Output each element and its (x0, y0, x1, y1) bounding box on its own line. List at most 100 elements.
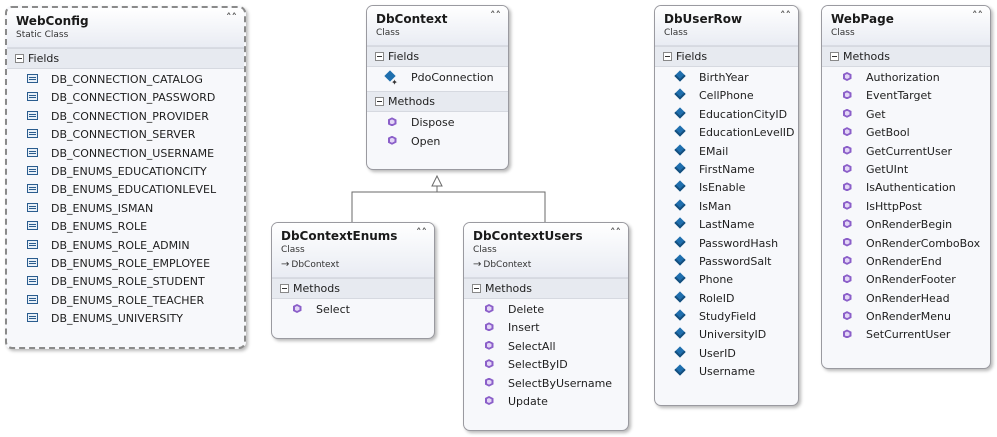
property-item[interactable]: EducationLevelID (655, 124, 798, 142)
property-item[interactable]: LastName (655, 216, 798, 234)
collapse-toggle-icon[interactable] (15, 54, 24, 63)
method-item[interactable]: SelectByID (464, 356, 628, 374)
property-item[interactable]: Phone (655, 271, 798, 289)
field-icon (26, 74, 38, 83)
field-icon (26, 202, 38, 212)
class-dbcontextenums[interactable]: DbContextEnums Class →DbContext ˄˄ Metho… (271, 222, 435, 339)
property-item[interactable]: UserID (655, 345, 798, 363)
section-methods[interactable]: Methods (367, 91, 508, 113)
method-item[interactable]: Delete (464, 301, 628, 319)
field-icon (26, 110, 38, 120)
class-stereotype: Static Class (16, 30, 69, 40)
field-item[interactable]: DB_CONNECTION_CATALOG (7, 71, 244, 89)
method-icon (842, 90, 852, 100)
chevron-up-icon[interactable]: ˄˄ (490, 9, 501, 22)
method-item[interactable]: Authorization (822, 69, 990, 87)
collapse-toggle-icon[interactable] (375, 97, 384, 107)
method-item[interactable]: SelectAll (464, 338, 628, 356)
chevron-up-icon[interactable]: ˄˄ (416, 226, 427, 239)
base-class: →DbContext (473, 259, 532, 270)
field-item[interactable]: DB_ENUMS_EDUCATIONLEVEL (7, 181, 244, 199)
method-item[interactable]: IsHttpPost (822, 198, 990, 216)
method-item[interactable]: GetCurrentUser (822, 143, 990, 161)
method-item[interactable]: OnRenderFooter (822, 271, 990, 289)
field-item[interactable]: DB_CONNECTION_USERNAME (7, 145, 244, 163)
method-icon (842, 182, 852, 192)
method-item[interactable]: Get (822, 106, 990, 124)
method-icon (292, 304, 302, 313)
method-item[interactable]: OnRenderHead (822, 290, 990, 308)
field-item[interactable]: DB_CONNECTION_PROVIDER (7, 108, 244, 126)
property-item[interactable]: PasswordSalt (655, 253, 798, 271)
field-item[interactable]: DB_ENUMS_ROLE (7, 218, 244, 236)
class-stereotype: Class (376, 28, 400, 38)
method-item[interactable]: Select (272, 301, 434, 319)
section-methods[interactable]: Methods (272, 278, 434, 299)
property-item[interactable]: CellPhone (655, 87, 798, 105)
property-icon (674, 254, 686, 266)
property-item[interactable]: FirstName (655, 161, 798, 179)
method-item[interactable]: Update (464, 393, 628, 411)
section-label: Methods (388, 95, 435, 109)
field-item[interactable]: DB_ENUMS_UNIVERSITY (7, 310, 244, 328)
property-item[interactable]: RoleID (655, 290, 798, 308)
class-dbuserrow[interactable]: DbUserRow Class ˄˄ Fields BirthYear Cell… (654, 5, 799, 406)
method-item[interactable]: Insert (464, 319, 628, 337)
method-item[interactable]: GetBool (822, 124, 990, 142)
property-item[interactable]: UniversityID (655, 326, 798, 344)
method-item[interactable]: Open (367, 133, 508, 151)
field-item[interactable]: DB_ENUMS_ROLE_TEACHER (7, 292, 244, 310)
field-item[interactable]: DB_ENUMS_ROLE_STUDENT (7, 273, 244, 291)
method-icon (842, 274, 852, 284)
chevron-up-icon[interactable]: ˄˄ (780, 9, 791, 22)
field-item[interactable]: DB_ENUMS_EDUCATIONCITY (7, 163, 244, 181)
method-item[interactable]: OnRenderBegin (822, 216, 990, 234)
field-item[interactable]: DB_CONNECTION_PASSWORD (7, 89, 244, 107)
property-item[interactable]: EducationCityID (655, 106, 798, 124)
chevron-up-icon[interactable]: ˄˄ (610, 226, 621, 239)
collapse-toggle-icon[interactable] (663, 52, 672, 61)
property-item[interactable]: IsMan (655, 198, 798, 216)
collapse-toggle-icon[interactable] (472, 284, 481, 293)
field-icon (26, 129, 38, 139)
class-dbcontextusers[interactable]: DbContextUsers Class →DbContext ˄˄ Metho… (463, 222, 629, 431)
method-item[interactable]: OnRenderComboBox (822, 235, 990, 253)
field-item[interactable]: DB_ENUMS_ROLE_EMPLOYEE (7, 255, 244, 273)
method-item[interactable]: Dispose (367, 114, 508, 132)
class-stereotype: Class (664, 28, 688, 38)
method-item[interactable]: SetCurrentUser (822, 326, 990, 344)
property-item[interactable]: BirthYear (655, 69, 798, 87)
field-item[interactable]: DB_CONNECTION_SERVER (7, 126, 244, 144)
class-dbcontext[interactable]: DbContext Class ˄˄ Fields ✦PdoConnection… (366, 5, 509, 170)
field-item[interactable]: DB_ENUMS_ISMAN (7, 200, 244, 218)
method-item[interactable]: IsAuthentication (822, 179, 990, 197)
section-methods[interactable]: Methods (464, 278, 628, 299)
method-item[interactable]: OnRenderEnd (822, 253, 990, 271)
field-item[interactable]: ✦PdoConnection (367, 69, 508, 87)
property-item[interactable]: StudyField (655, 308, 798, 326)
section-label: Fields (388, 50, 420, 63)
section-fields[interactable]: Fields (7, 48, 244, 69)
collapse-toggle-icon[interactable] (375, 52, 384, 61)
class-webpage[interactable]: WebPage Class ˄˄ Methods Authorization E… (821, 5, 991, 369)
method-item[interactable]: OnRenderMenu (822, 308, 990, 326)
chevron-up-icon[interactable]: ˄˄ (226, 11, 237, 24)
property-item[interactable]: Username (655, 363, 798, 381)
property-item[interactable]: EMail (655, 143, 798, 161)
method-item[interactable]: SelectByUsername (464, 375, 628, 393)
section-fields[interactable]: Fields (655, 46, 798, 67)
field-item[interactable]: DB_ENUMS_ROLE_ADMIN (7, 237, 244, 255)
collapse-toggle-icon[interactable] (830, 52, 839, 61)
section-methods[interactable]: Methods (822, 46, 990, 67)
section-fields[interactable]: Fields (367, 46, 508, 67)
property-item[interactable]: PasswordHash (655, 235, 798, 253)
method-item[interactable]: GetUInt (822, 161, 990, 179)
methods-list: Authorization EventTarget Get GetBool Ge… (822, 67, 990, 349)
collapse-toggle-icon[interactable] (280, 284, 289, 293)
class-webconfig[interactable]: WebConfig Static Class ˄˄ Fields DB_CONN… (5, 6, 246, 349)
method-item[interactable]: EventTarget (822, 87, 990, 105)
chevron-up-icon[interactable]: ˄˄ (972, 9, 983, 22)
property-item[interactable]: IsEnable (655, 179, 798, 197)
method-icon (842, 292, 852, 302)
